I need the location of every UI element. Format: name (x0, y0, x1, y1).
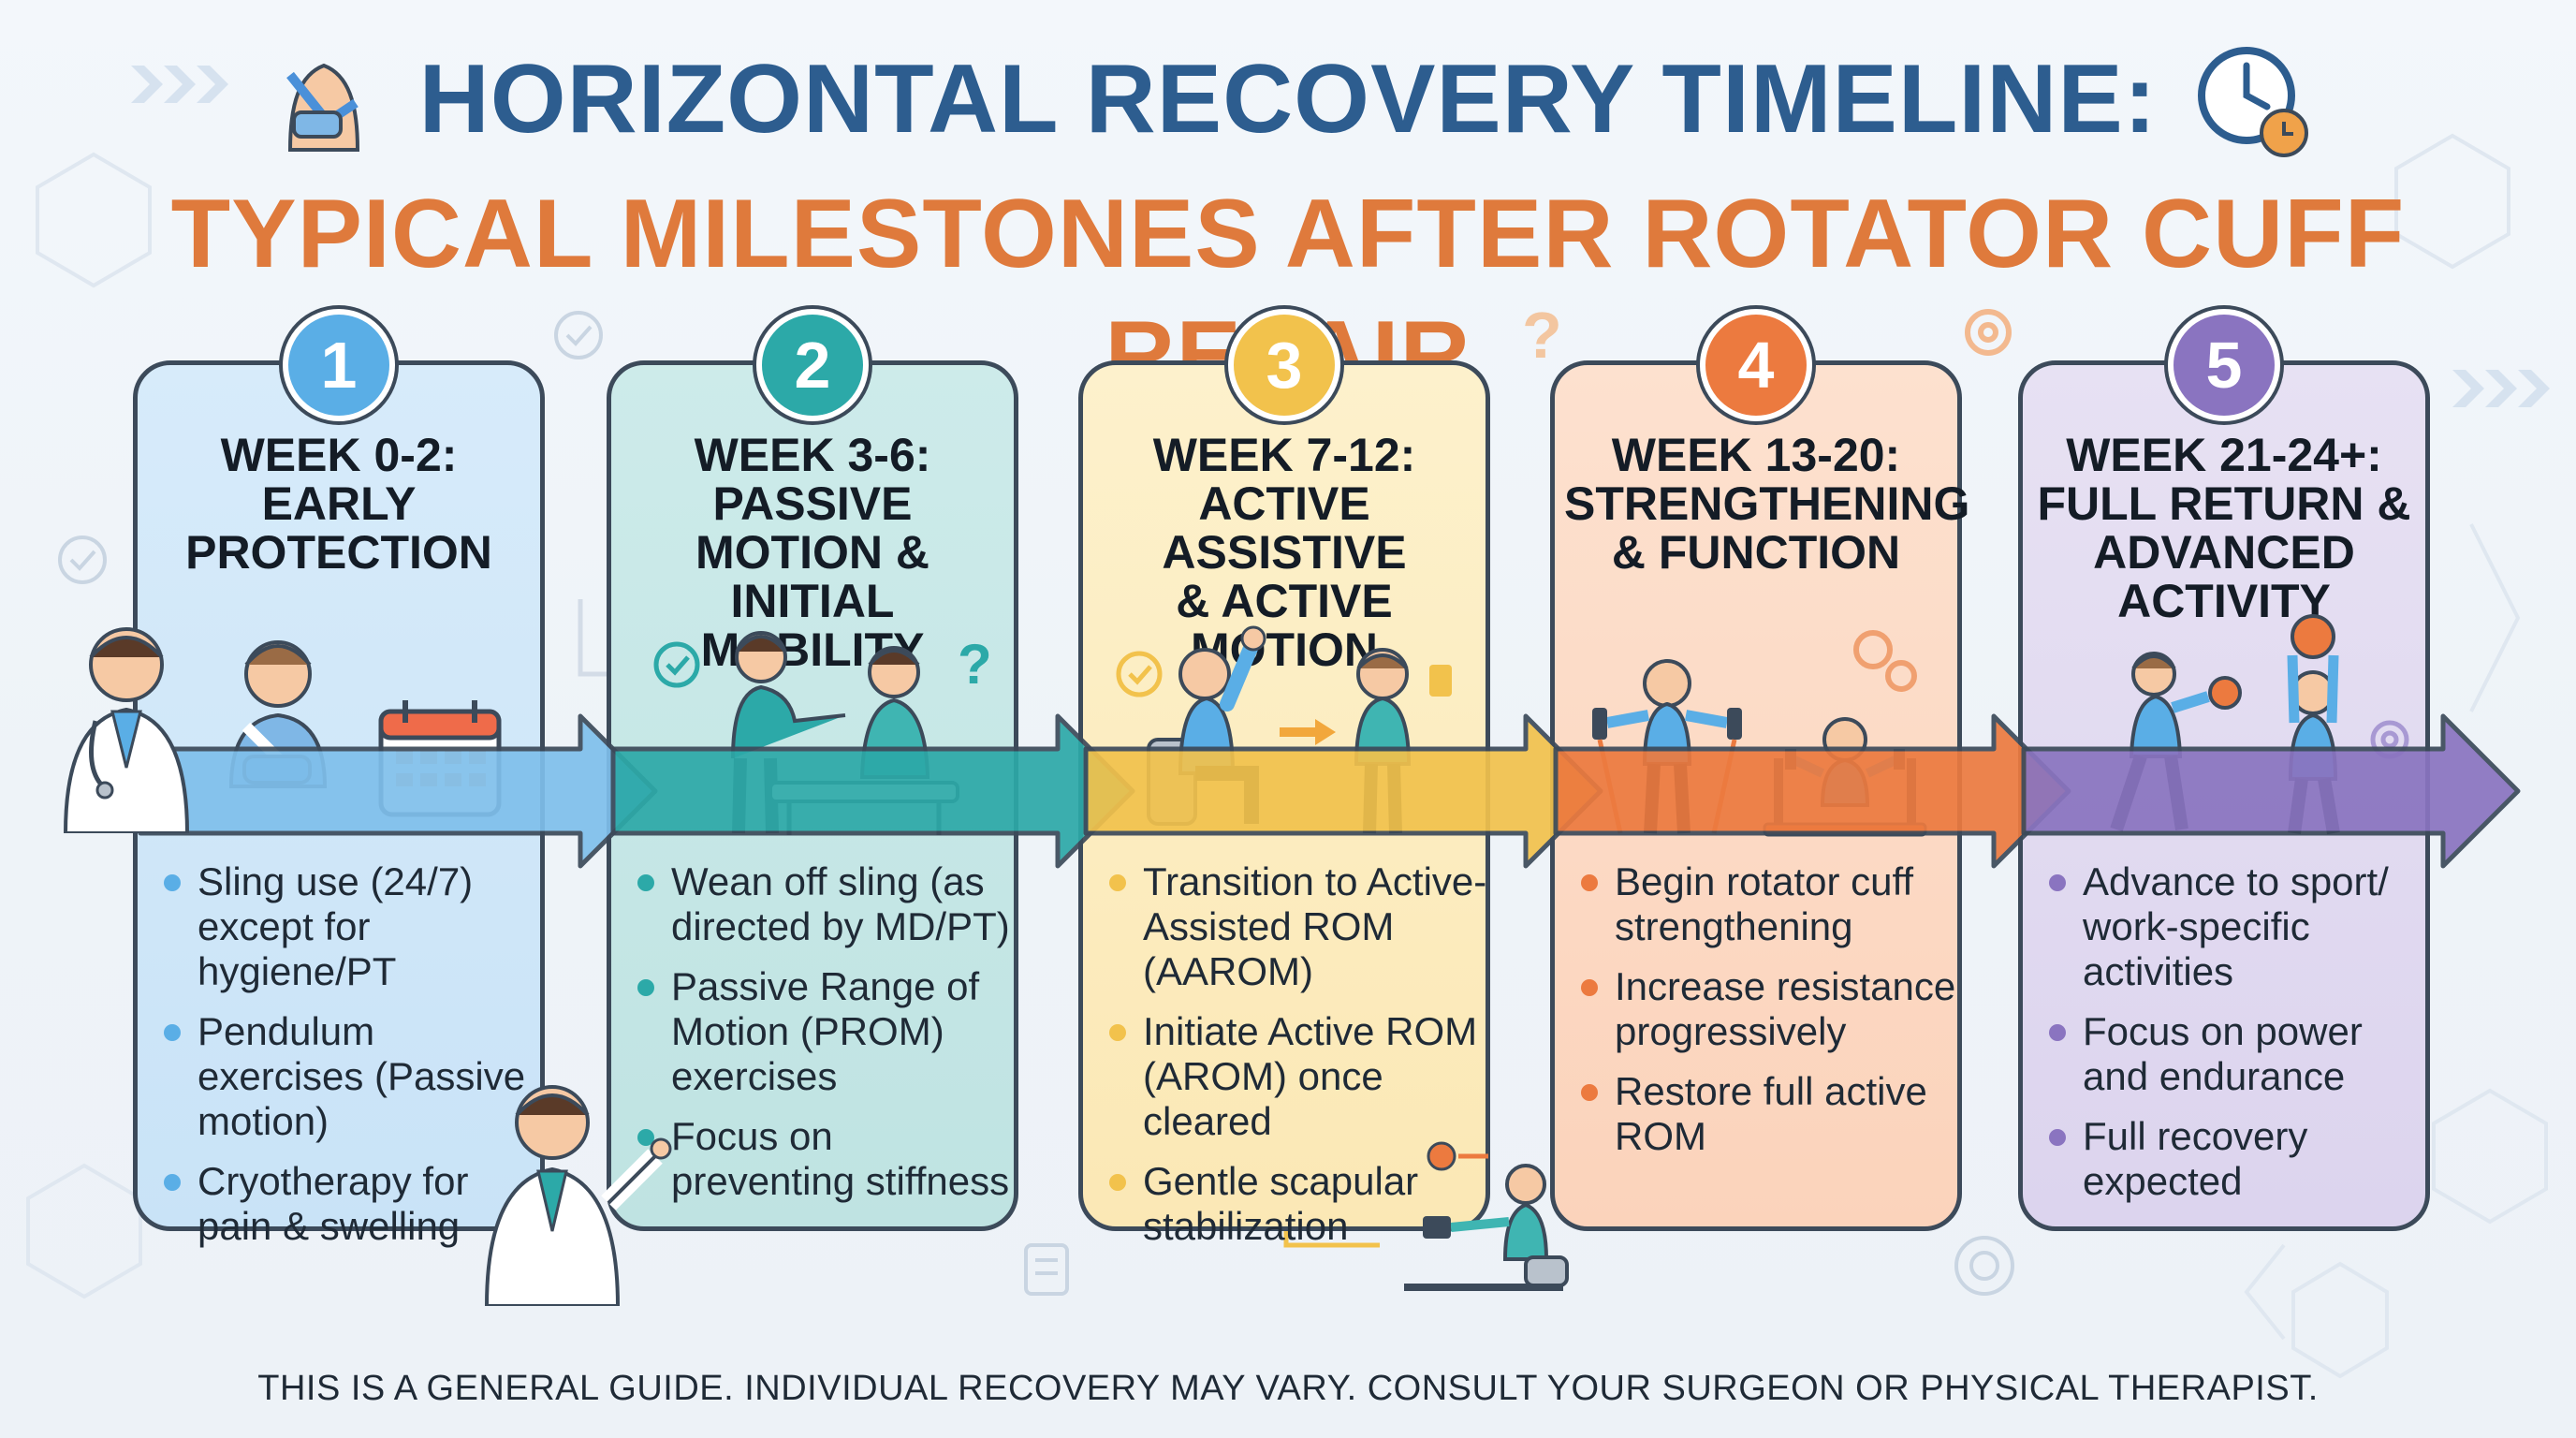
doctor-pointing-icon (484, 1085, 672, 1306)
stage-2-heading-line-1: WEEK 3-6: (694, 429, 931, 481)
stage-2-bullet-1: Wean off sling (as directed by MD/PT) (632, 859, 1016, 949)
stage-1-badge: 1 (283, 309, 395, 421)
disclaimer-footer: THIS IS A GENERAL GUIDE. INDIVIDUAL RECO… (257, 1369, 2319, 1408)
stage-1-heading-line-2: EARLY (261, 477, 417, 530)
stage-4-bullet-1: Begin rotator cuff strengthening (1575, 859, 1959, 949)
stage-4-heading-line-1: WEEK 13-20: (1611, 429, 1901, 481)
stage-1-bullet-1: Sling use (24/7) except for hygiene/PT (158, 859, 542, 994)
stage-4-heading-line-3: & FUNCTION (1611, 526, 1901, 579)
timeline-arrow-3 (1083, 713, 1603, 869)
stage-4-bullet-2: Increase resistance progressively (1575, 964, 1959, 1054)
stage-5-heading-line-1: WEEK 21-24+: (2066, 429, 2382, 481)
stage-4-heading-line-2: STRENGTHENING (1564, 477, 1970, 530)
svg-text:?: ? (958, 633, 992, 696)
stage-5-bullet-2: Focus on power and endurance (2043, 1009, 2427, 1099)
stage-3-badge: 3 (1228, 309, 1340, 421)
timeline-arrow-4 (1553, 713, 2071, 869)
stage-3-bullet-3: Gentle scapular stabilization (1104, 1159, 1487, 1249)
stage-3-heading: WEEK 7-12: ACTIVE ASSISTIVE & ACTIVE MOT… (1083, 431, 1486, 674)
stage-2-heading-line-2: PASSIVE MOTION & (695, 477, 929, 579)
stage-5-heading-line-2: FULL RETURN & (2037, 477, 2411, 530)
stage-1-heading-line-3: PROTECTION (185, 526, 492, 579)
title-line-1: HORIZONTAL RECOVERY TIMELINE: (418, 45, 2158, 154)
stage-1-heading: WEEK 0-2: EARLY PROTECTION (138, 431, 540, 577)
timeline-arrow-1 (138, 713, 658, 869)
clock-icon (2198, 47, 2309, 157)
stage-2-bullet-2: Passive Range of Motion (PROM) exercises (632, 964, 1016, 1099)
stage-3-bullets: Transition to Active-Assisted ROM (AAROM… (1104, 859, 1487, 1264)
stage-5-heading-line-3: ADVANCED ACTIVITY (2093, 526, 2355, 627)
stage-5-badge: 5 (2168, 309, 2280, 421)
stage-2-badge: 2 (756, 309, 869, 421)
svg-text:?: ? (1522, 299, 1562, 372)
stage-3-heading-line-2: ACTIVE ASSISTIVE (1162, 477, 1407, 579)
stage-2-bullet-3: Focus on preventing stiffness (632, 1114, 1016, 1204)
stage-4-badge: 4 (1700, 309, 1812, 421)
timeline-arrow-5 (2021, 713, 2521, 869)
stage-1-bullets: Sling use (24/7) except for hygiene/PT P… (158, 859, 542, 1264)
stage-5-bullets: Advance to sport/ work-specific activiti… (2043, 859, 2427, 1219)
stage-3-heading-line-1: WEEK 7-12: (1152, 429, 1416, 481)
stage-1-bullet-2: Pendulum exercises (Passive motion) (158, 1009, 542, 1144)
stage-2-bullets: Wean off sling (as directed by MD/PT) Pa… (632, 859, 1016, 1219)
timeline-arrow-2 (610, 713, 1135, 869)
timeline-arrows (138, 713, 2521, 869)
stage-3-bullet-2: Initiate Active ROM (AROM) once cleared (1104, 1009, 1487, 1144)
title-block: HORIZONTAL RECOVERY TIMELINE: TYPICAL MI… (0, 37, 2576, 417)
doctor-icon (63, 627, 190, 833)
stage-1-heading-line-1: WEEK 0-2: (220, 429, 458, 481)
stage-4-bullets: Begin rotator cuff strengthening Increas… (1575, 859, 1959, 1174)
stage-3-heading-line-3: & ACTIVE MOTION (1176, 575, 1393, 676)
shoulder-sling-icon (285, 63, 359, 152)
stage-3-bullet-1: Transition to Active-Assisted ROM (AAROM… (1104, 859, 1487, 994)
stage-5-bullet-1: Advance to sport/ work-specific activiti… (2043, 859, 2427, 994)
rowing-machine-icon (1404, 1141, 1569, 1291)
stage-5-bullet-3: Full recovery expected (2043, 1114, 2427, 1204)
stage-4-heading: WEEK 13-20: STRENGTHENING & FUNCTION (1555, 429, 1970, 579)
stage-1-bullet-3: Cryotherapy for pain & swelling (158, 1159, 542, 1249)
stage-5-heading: WEEK 21-24+: FULL RETURN & ADVANCED ACTI… (2023, 431, 2425, 625)
stage-4-bullet-3: Restore full active ROM (1575, 1069, 1959, 1159)
